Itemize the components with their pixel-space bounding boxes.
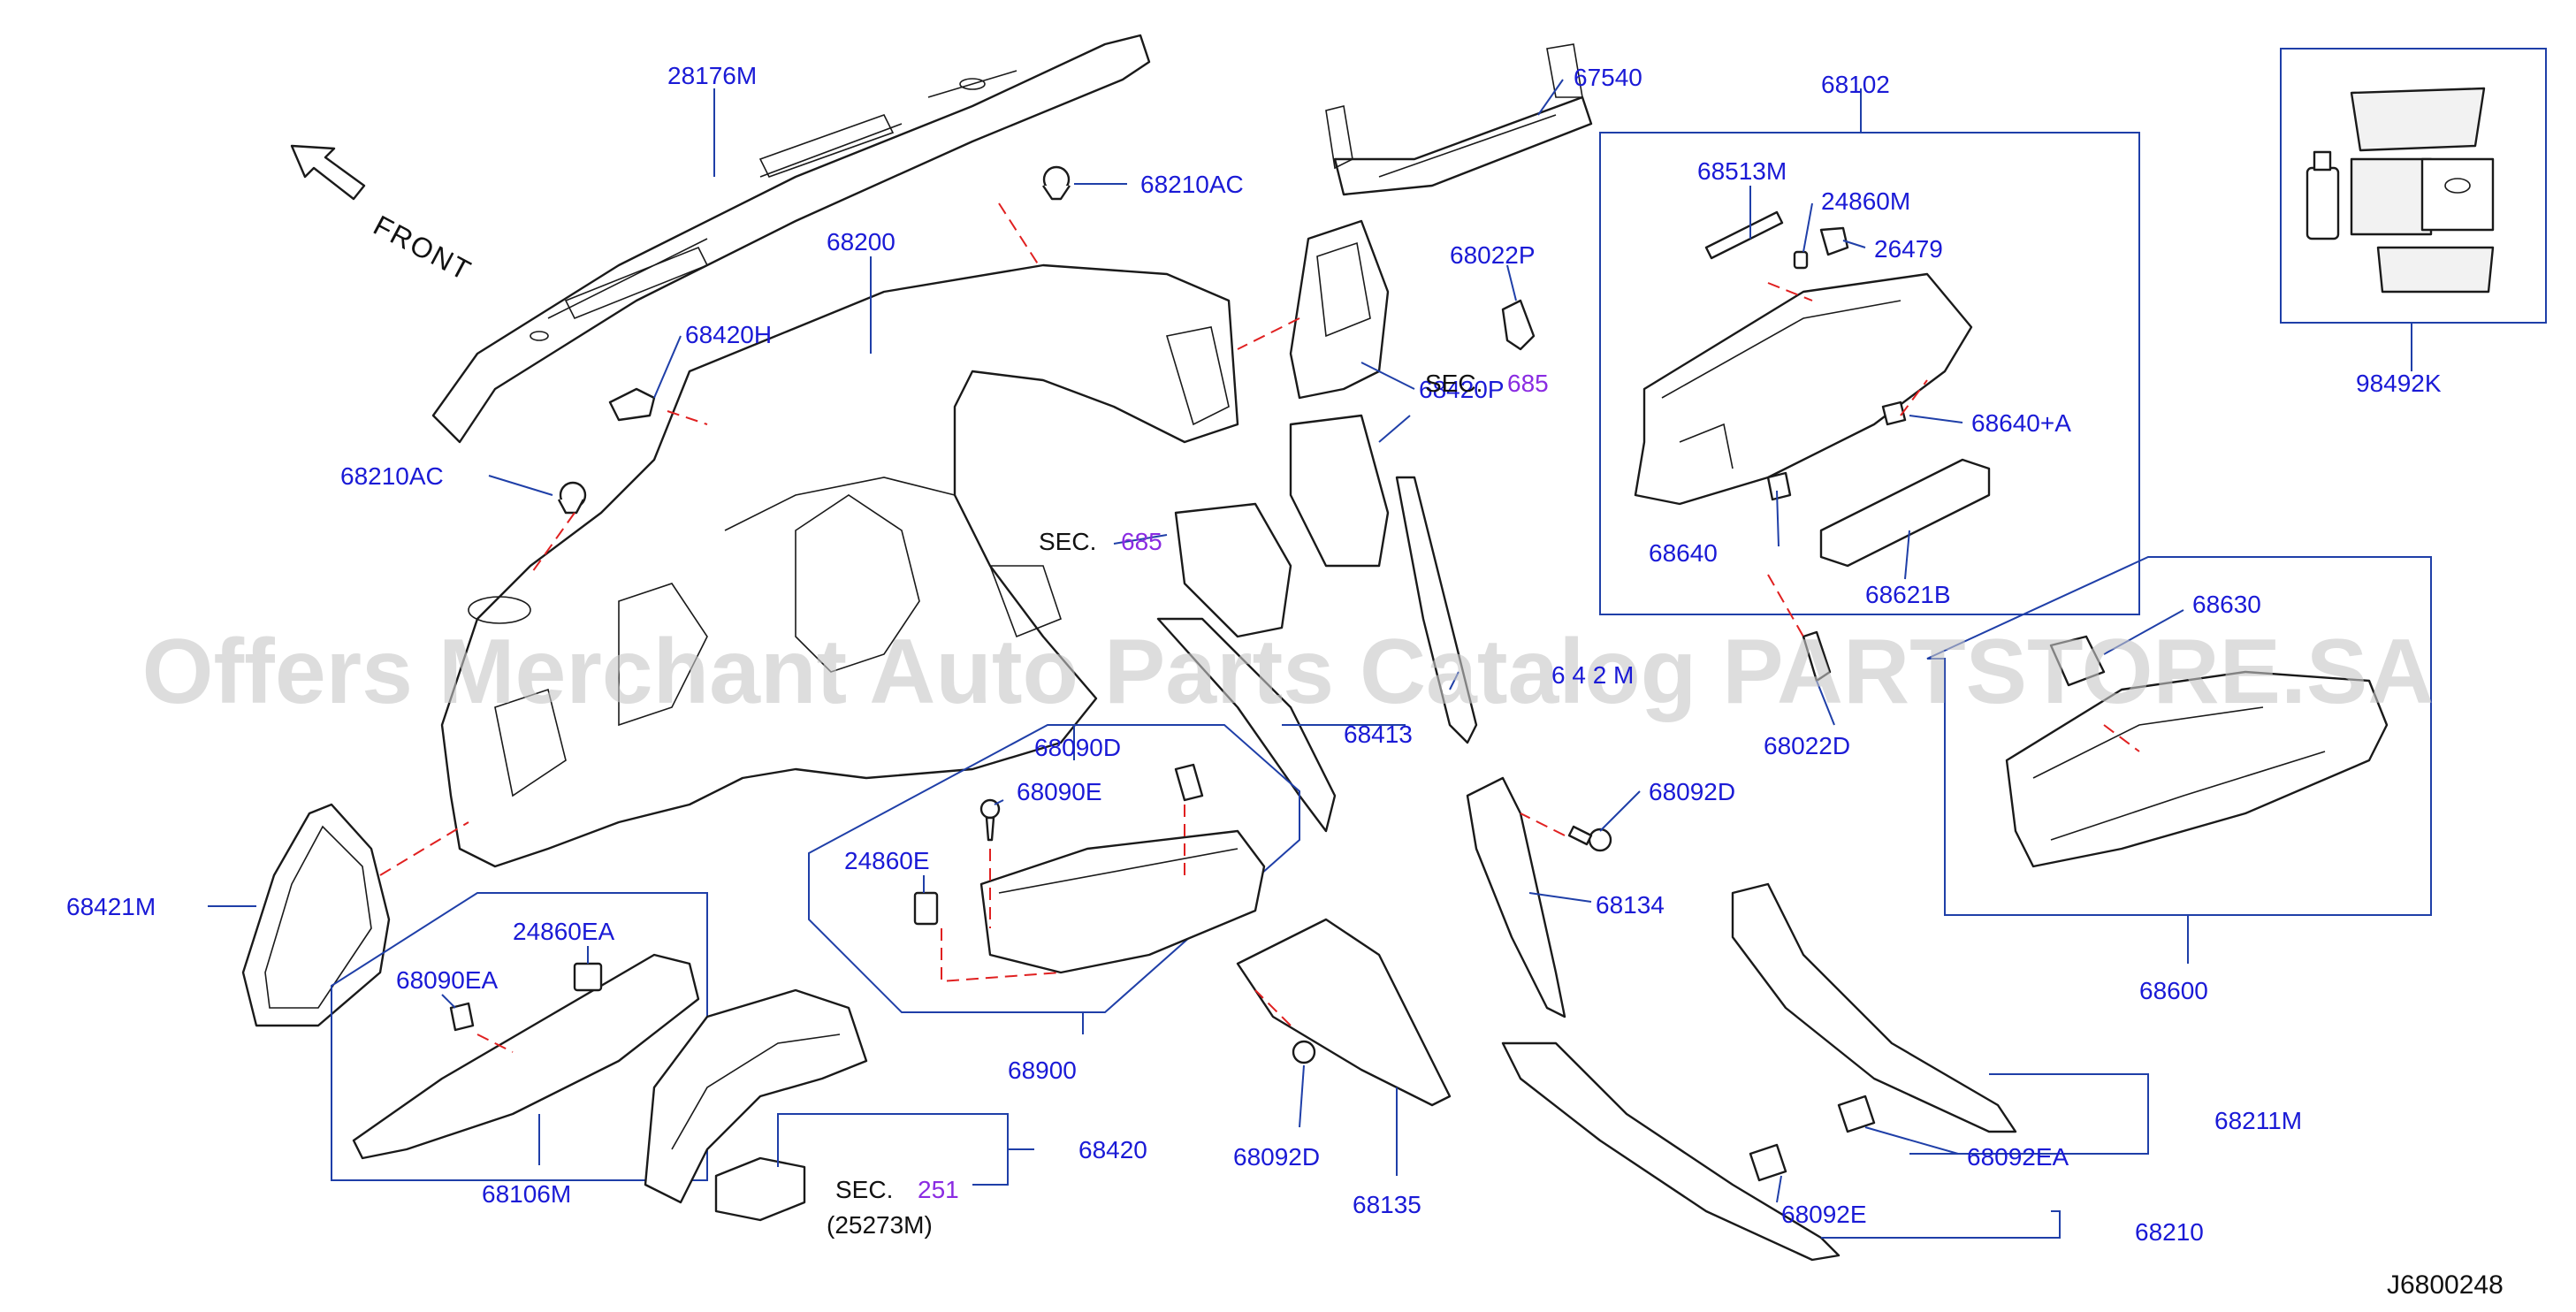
- label-68022P[interactable]: 68022P: [1450, 241, 1536, 269]
- label-68211M[interactable]: 68211M: [2214, 1107, 2302, 1134]
- part-68090E-screw: [979, 798, 1001, 842]
- part-vent-duct-sec685-a: [1289, 414, 1390, 568]
- part-68102-glove-box: [1634, 272, 1973, 506]
- part-68211M-console-trim: [1731, 882, 2017, 1133]
- part-98492K-kit: [2305, 87, 2495, 294]
- guide-lines: [379, 202, 2140, 1053]
- part-68513M-rod: [1704, 210, 1784, 260]
- part-68092D-bolt-bottom: [1292, 1040, 1316, 1064]
- part-68022D-clip: [1802, 630, 1832, 683]
- label-68640[interactable]: 68640: [1649, 539, 1718, 567]
- label-68200[interactable]: 68200: [827, 228, 896, 256]
- part-68092D-bolt-top: [1567, 825, 1612, 852]
- label-68092EA[interactable]: 68092EA: [1967, 1143, 2069, 1171]
- part-68090EA-clip: [449, 1002, 475, 1032]
- label-68135[interactable]: 68135: [1353, 1191, 1421, 1218]
- part-labels: 28176M 68210AC 68200 68420H 68210AC 6754…: [66, 62, 2442, 1246]
- part-68092E-clip: [1749, 1143, 1787, 1182]
- part-68421M-bezel: [241, 803, 391, 1027]
- part-68900-tray: [979, 829, 1266, 974]
- front-label: FRONT: [369, 209, 477, 286]
- label-68090D[interactable]: 68090D: [1034, 734, 1121, 761]
- part-vent-duct-sec685-b: [1174, 502, 1292, 638]
- group-box-68600: [1926, 556, 2432, 916]
- label-68210AC-top[interactable]: 68210AC: [1140, 171, 1244, 198]
- part-67540-bar: [1325, 43, 1593, 196]
- sec-prefix-a: SEC.: [1425, 370, 1482, 397]
- part-68135-side-cover: [1236, 918, 1452, 1107]
- sec-prefix-b: SEC.: [1039, 528, 1096, 555]
- part-28176M-top-pad: [431, 34, 1151, 444]
- part-68134-side-cover: [1466, 776, 1566, 1018]
- label-68210AC-left[interactable]: 68210AC: [340, 462, 444, 490]
- part-68420H-bracket: [608, 387, 656, 422]
- label-24860EA[interactable]: 24860EA: [513, 918, 615, 945]
- label-68421M[interactable]: 68421M: [66, 893, 156, 920]
- label-24860M[interactable]: 24860M: [1821, 187, 1910, 215]
- label-68210[interactable]: 68210: [2135, 1218, 2204, 1246]
- label-68420H[interactable]: 68420H: [685, 321, 772, 348]
- label-68621B[interactable]: 68621B: [1865, 581, 1951, 608]
- part-68640A-latch: [1881, 400, 1907, 426]
- label-98492K[interactable]: 98492K: [2356, 370, 2442, 397]
- part-68210AC-clip-left: [557, 481, 587, 515]
- label-68600[interactable]: 68600: [2139, 977, 2208, 1004]
- part-68600-upper-box: [2005, 670, 2389, 868]
- part-68621B-lid: [1819, 458, 1991, 568]
- group-box-68900: [808, 724, 1300, 1013]
- sec-251[interactable]: 251: [918, 1176, 959, 1203]
- part-68630-hinge: [2049, 635, 2106, 687]
- part-68210-console-trim: [1501, 1041, 1841, 1262]
- label-26479[interactable]: 26479: [1874, 235, 1943, 263]
- label-68420[interactable]: 68420: [1078, 1136, 1147, 1163]
- part-68413-strip: [1156, 617, 1337, 833]
- label-28176M[interactable]: 28176M: [667, 62, 757, 89]
- label-68106M[interactable]: 68106M: [482, 1180, 571, 1208]
- sec-685-a[interactable]: 685: [1507, 370, 1549, 397]
- label-68102[interactable]: 68102: [1821, 71, 1890, 98]
- part-24860M-lamp: [1793, 250, 1809, 270]
- group-box-98492K: [2280, 48, 2547, 324]
- label-68092E[interactable]: 68092E: [1781, 1201, 1867, 1228]
- label-24860E[interactable]: 24860E: [844, 847, 930, 874]
- part-68420-meter-hood: [644, 988, 868, 1204]
- label-68090E[interactable]: 68090E: [1017, 778, 1102, 805]
- label-68092D-bottom[interactable]: 68092D: [1233, 1143, 1320, 1171]
- part-26479-bulb: [1819, 226, 1849, 256]
- front-arrow: FRONT: [290, 144, 477, 287]
- label-68640A[interactable]: 68640+A: [1971, 409, 2071, 437]
- part-25273M-switch: [714, 1156, 806, 1222]
- label-25273M[interactable]: (25273M): [827, 1211, 933, 1239]
- part-68022P-clip: [1501, 299, 1536, 351]
- part-68092EA-clip: [1837, 1095, 1876, 1133]
- label-68513M[interactable]: 68513M: [1697, 157, 1787, 185]
- label-68090EA[interactable]: 68090EA: [396, 966, 499, 994]
- label-68134[interactable]: 68134: [1596, 891, 1665, 919]
- leader-lines: [208, 79, 2412, 1239]
- part-68200-instrument-panel: [440, 263, 1239, 868]
- part-24860E-lamp: [913, 891, 939, 926]
- part-68640-latch: [1766, 471, 1792, 501]
- part-68106M-lower-cover: [352, 953, 700, 1160]
- part-68210AC-clip-top: [1042, 165, 1071, 201]
- label-68420P[interactable]: 68420P: [1419, 376, 1505, 403]
- diagram-reference: J6800248: [2387, 1270, 2504, 1300]
- group-box-68102: [1599, 132, 2140, 615]
- label-68092D-top[interactable]: 68092D: [1649, 778, 1735, 805]
- section-references: SEC. 685 SEC. 685 SEC. 251: [835, 370, 1549, 1203]
- sec-685-b[interactable]: 685: [1121, 528, 1162, 555]
- part-24860EA-lamp: [573, 962, 603, 992]
- part-68420P-vent-frame: [1289, 219, 1390, 400]
- label-68022D[interactable]: 68022D: [1764, 732, 1850, 759]
- sec-prefix-c: SEC.: [835, 1176, 893, 1203]
- label-68630[interactable]: 68630: [2192, 591, 2261, 618]
- label-67540[interactable]: 67540: [1574, 64, 1642, 91]
- part-68090D-clip: [1174, 763, 1204, 802]
- watermark: Offers Merchant Auto Parts Catalog PARTS…: [142, 621, 2435, 723]
- label-68413[interactable]: 68413: [1344, 721, 1413, 748]
- label-68412M-partial[interactable]: 6 4 2 M: [1551, 661, 1634, 689]
- label-68900[interactable]: 68900: [1008, 1056, 1077, 1084]
